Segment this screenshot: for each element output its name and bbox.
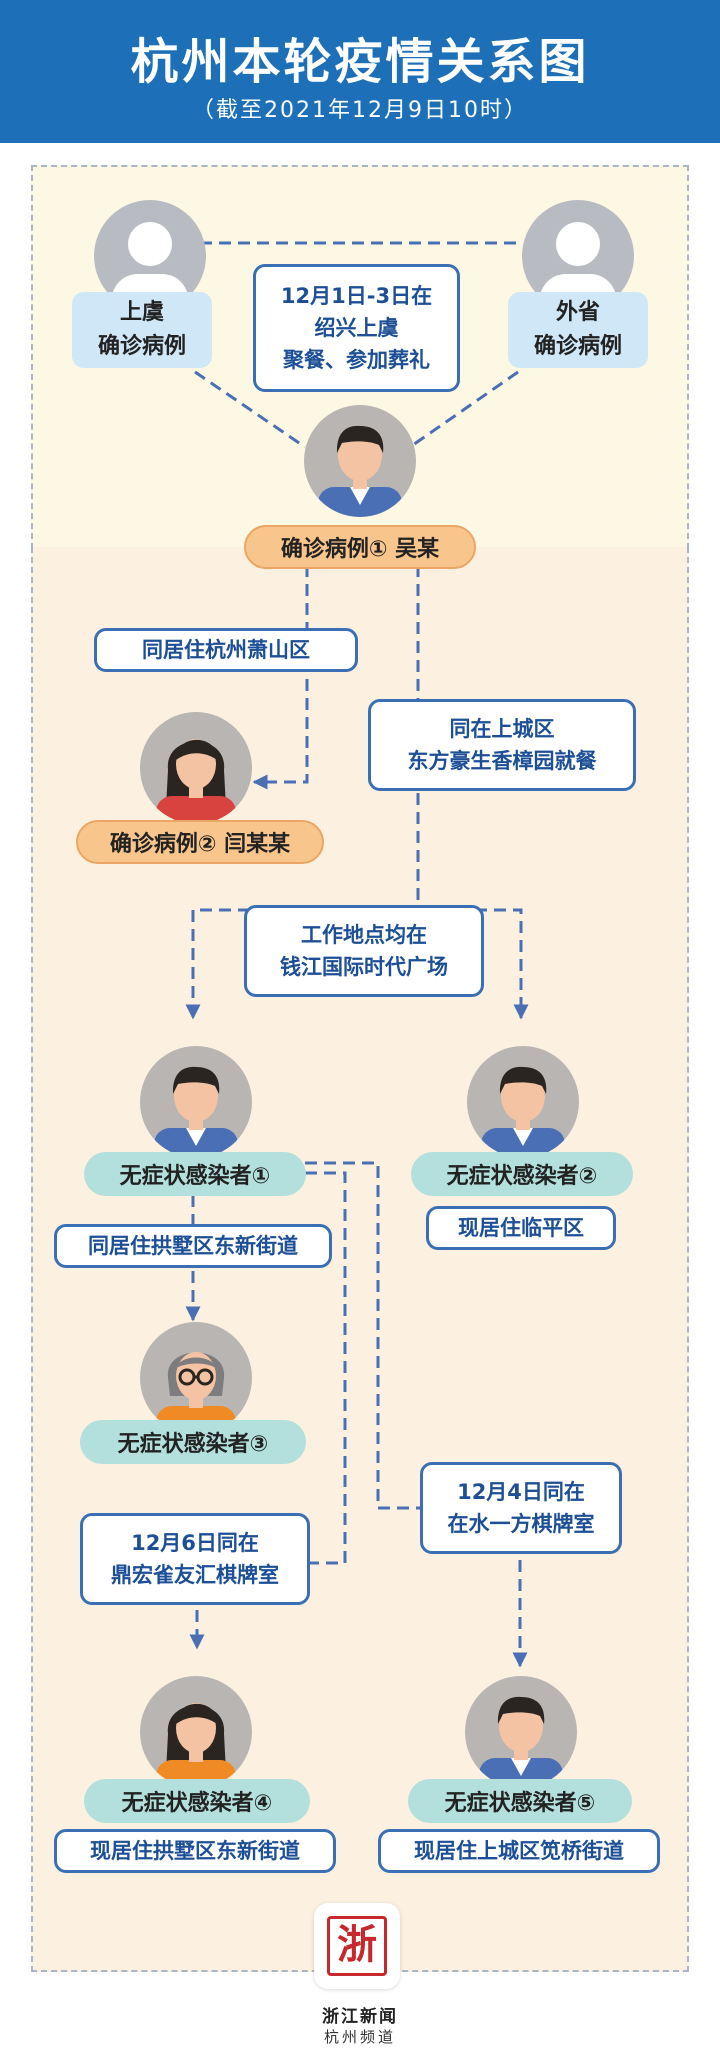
linping-residence-box: 现居住临平区 — [426, 1206, 616, 1250]
asym2-label: 无症状感染者② — [411, 1152, 633, 1196]
dongfang-dining-box: 同在上城区 东方豪生香樟园就餐 — [368, 699, 636, 791]
dinghong-box: 12月6日同在 鼎宏雀友汇棋牌室 — [80, 1513, 310, 1605]
xiaoshan-cohabit-box: 同居住杭州萧山区 — [94, 628, 358, 672]
shuiyifang-box: 12月4日同在 在水一方棋牌室 — [420, 1462, 622, 1554]
brand-name: 浙江新闻 — [322, 2007, 398, 2027]
page-subtitle: （截至2021年12月9日10时） — [192, 98, 528, 123]
gongshu-cohabit-box: 同居住拱墅区东新街道 — [54, 1224, 332, 1268]
asym1-avatar-icon — [140, 1046, 252, 1158]
case2-avatar-icon — [140, 712, 252, 824]
link-asym1-dinghong — [305, 1171, 347, 1565]
zhe-seal-icon: 浙 — [327, 1916, 387, 1976]
link-case1-case2 — [252, 565, 309, 790]
case2-label: 确诊病例② 闫某某 — [76, 820, 324, 864]
asym4-label: 无症状感染者④ — [84, 1779, 310, 1823]
shaoxing-gathering-box: 12月1日-3日在 绍兴上虞 聚餐、参加葬礼 — [253, 264, 460, 392]
asym3-label: 无症状感染者③ — [80, 1420, 306, 1464]
asym3-avatar-icon — [140, 1322, 252, 1434]
asym5-label: 无症状感染者⑤ — [408, 1779, 632, 1823]
jianqiao-residence-box: 现居住上城区笕桥街道 — [378, 1829, 660, 1873]
asym5-avatar-icon — [465, 1676, 577, 1788]
page-title: 杭州本轮疫情关系图 — [130, 34, 590, 90]
shangyu-case-label: 上虞 确诊病例 — [72, 292, 212, 368]
link-shangyu-case1 — [194, 370, 306, 449]
link-case1-asym2 — [418, 908, 529, 1020]
asym2-avatar-icon — [467, 1046, 579, 1158]
workplace-box: 工作地点均在 钱江国际时代广场 — [244, 905, 484, 997]
link-waisheng-case1 — [409, 370, 519, 449]
waisheng-case-label: 外省 确诊病例 — [508, 292, 648, 368]
case1-avatar-icon — [304, 405, 416, 517]
brand-channel: 杭州频道 — [323, 2028, 396, 2046]
header-banner: 杭州本轮疫情关系图 （截至2021年12月9日10时） — [0, 0, 720, 143]
zhejiang-news-logo: 浙 — [314, 1903, 400, 1989]
asym4-avatar-icon — [140, 1676, 252, 1788]
link-asym1-shuiyifang — [305, 1161, 420, 1510]
gongshu-residence-box: 现居住拱墅区东新街道 — [54, 1829, 336, 1873]
asym1-label: 无症状感染者① — [84, 1152, 306, 1196]
case1-label: 确诊病例① 吴某 — [244, 525, 476, 569]
